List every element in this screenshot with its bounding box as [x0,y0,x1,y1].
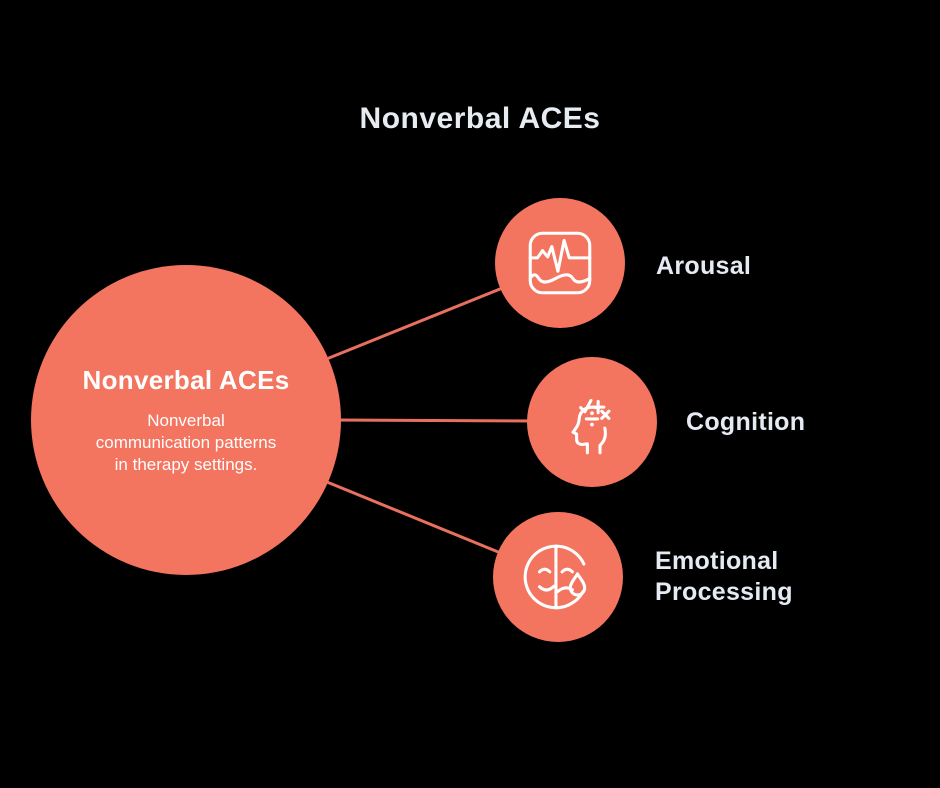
central-node-title: Nonverbal ACEs [82,364,290,395]
connector-line-cognition [334,418,542,423]
node-arousal[interactable] [495,198,625,328]
head-math-icon [571,398,611,455]
label-emotional-processing: Emotional Processing [655,546,793,608]
connector-line-emotional [325,480,510,558]
label-emotional-line: Emotional [655,547,779,575]
central-node-subtitle-line: in therapy settings. [114,454,258,474]
split-face-tear-icon [523,544,587,610]
label-arousal: Arousal [656,251,751,282]
connector-line-arousal [327,283,512,360]
node-cognition[interactable] [527,357,657,487]
central-node-subtitle: Nonverbal communication patterns in ther… [96,410,276,476]
label-arousal-text: Arousal [656,252,752,280]
page-title: Nonverbal ACEs [359,102,601,135]
waveform-monitor-icon [528,231,592,295]
node-emotional[interactable] [493,512,623,642]
label-cognition-text: Cognition [686,408,806,436]
label-emotional-line: Processing [655,578,793,606]
central-node-subtitle-line: communication patterns [95,432,277,452]
central-node-subtitle-line: Nonverbal [147,410,225,430]
label-cognition: Cognition [686,407,805,438]
central-node[interactable]: Nonverbal ACEs Nonverbal communication p… [31,265,341,575]
